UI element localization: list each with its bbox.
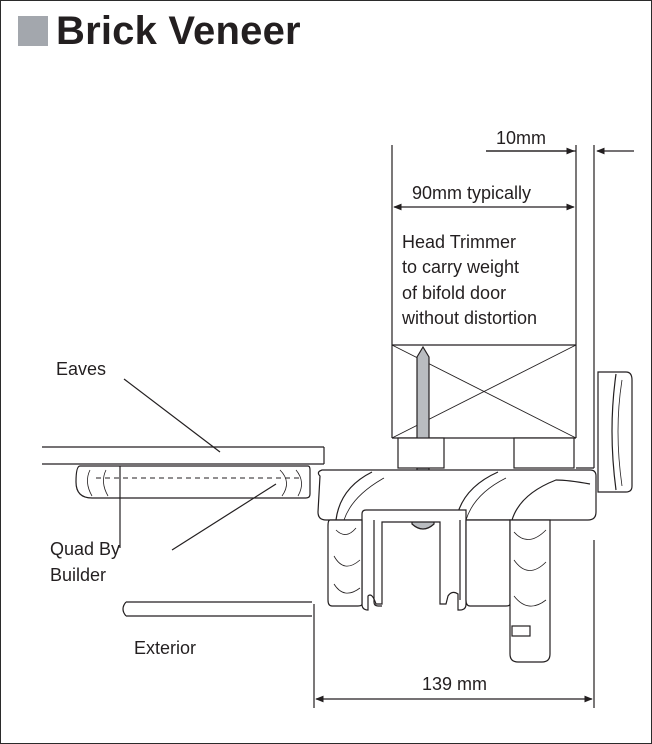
wall-line: [576, 145, 595, 469]
head-trimmer-line-3: of bifold door: [402, 283, 506, 303]
packers: [397, 437, 575, 469]
dim-139mm-label: 139 mm: [422, 674, 487, 694]
dimension-139mm: [313, 540, 595, 708]
dim-90mm-label: 90mm typically: [412, 183, 531, 203]
head-trimmer-line-1: Head Trimmer: [402, 232, 516, 252]
page-title: Brick Veneer: [56, 9, 301, 53]
leader-lines: [119, 378, 277, 551]
right-door-panel: [465, 519, 551, 663]
head-jamb: [317, 469, 597, 521]
quad-moulding: [75, 465, 311, 499]
quad-label-line-2: Builder: [50, 565, 106, 585]
right-trim: [597, 371, 633, 493]
exterior-sill: [122, 601, 312, 617]
eaves-label: Eaves: [56, 359, 106, 379]
left-door-panel: [327, 519, 363, 607]
dim-10mm-label: 10mm: [496, 128, 546, 148]
exterior-label: Exterior: [134, 638, 196, 658]
quad-label-line-1: Quad By: [50, 539, 120, 559]
head-trimmer-line-4: without distortion: [401, 308, 537, 328]
head-trimmer-line-2: to carry weight: [402, 257, 519, 277]
eaves-lining: [42, 446, 325, 465]
top-track: [361, 509, 467, 611]
title-square-icon: [18, 16, 48, 46]
title-block: Brick Veneer: [18, 8, 301, 54]
